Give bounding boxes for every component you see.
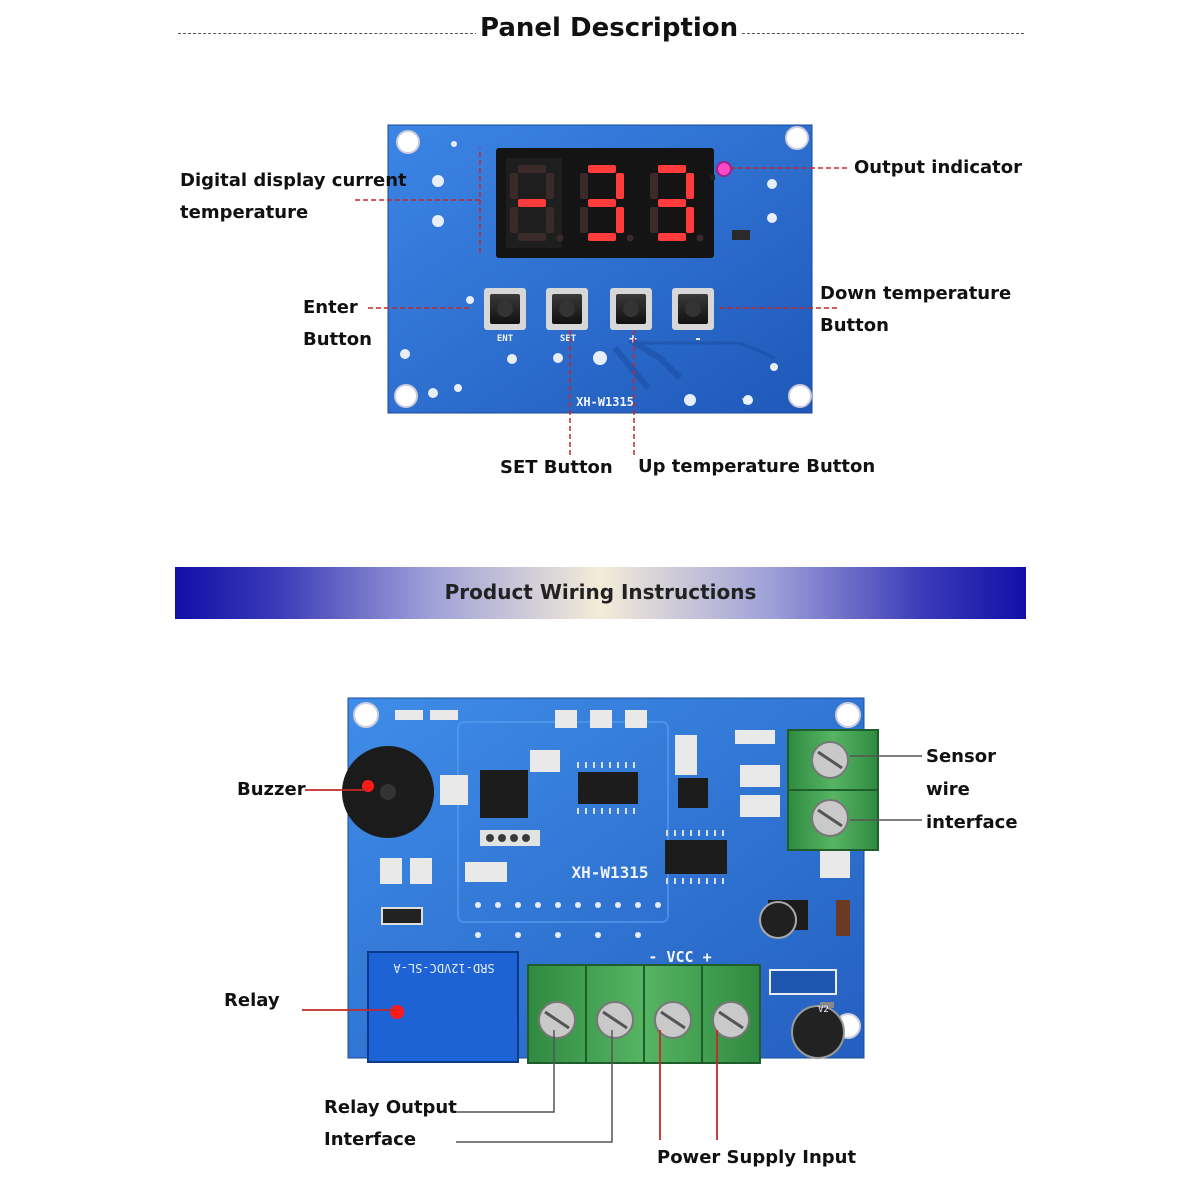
segment-c (616, 207, 624, 233)
segment-e (580, 207, 588, 233)
decimal-point (696, 234, 704, 242)
label-enter-line1: Enter (303, 297, 358, 318)
segment-e (650, 207, 658, 233)
segment-f (650, 173, 658, 199)
relay-model-text: SRD-12VDC-SL-A (393, 961, 495, 975)
label-power-supply: Power Supply Input (657, 1147, 857, 1168)
wiring-board-figure: XH-W1315 SRD-12VDC-SL-A - VCC + V2 (342, 697, 879, 1064)
panel-description-title: Panel Description (476, 13, 743, 43)
segment-f (580, 173, 588, 199)
label-sensor-line1: Sensor (926, 746, 996, 767)
segment-g (588, 199, 616, 207)
segment-g (518, 199, 546, 207)
label-up-button: Up temperature Button (638, 456, 876, 477)
decimal-point (556, 234, 564, 242)
button-set (546, 288, 588, 330)
segment-d (518, 233, 546, 241)
segment-d (658, 233, 686, 241)
vcc-mark: - VCC + (648, 948, 711, 966)
label-digital-display-line1: Digital display current (180, 170, 407, 191)
ic-chip (480, 770, 528, 818)
terminal-block-bottom (527, 964, 761, 1064)
decimal-point (626, 234, 634, 242)
mounting-hole (788, 384, 812, 408)
label-set-button: SET Button (500, 457, 613, 478)
button-up (610, 288, 652, 330)
title-rule-left (178, 33, 478, 34)
terminal-block-right (787, 729, 879, 851)
label-enter-line2: Button (303, 329, 372, 350)
label-down-line2: Button (820, 315, 889, 336)
label-down-line1: Down temperature (820, 283, 1012, 304)
mounting-hole (785, 126, 809, 150)
segment-b (616, 173, 624, 199)
button-ent (484, 288, 526, 330)
label-relay-output-line1: Relay Output (324, 1097, 457, 1118)
mounting-hole (394, 384, 418, 408)
segment-f (510, 173, 518, 199)
segment-d (588, 233, 616, 241)
segment-g (658, 199, 686, 207)
mounting-hole (396, 130, 420, 154)
title-rule-right (722, 33, 1024, 34)
button-down (672, 288, 714, 330)
label-output-indicator: Output indicator (854, 157, 1022, 178)
panel-leader-lines (355, 148, 850, 455)
ic-chip (578, 772, 638, 804)
mounting-hole (835, 702, 861, 728)
segment-c (546, 207, 554, 233)
segment-a (588, 165, 616, 173)
display-digits (510, 165, 704, 242)
button-mark-up: + (629, 332, 637, 347)
segment-e (510, 207, 518, 233)
wiring-v2-mark: V2 (818, 1005, 829, 1015)
wiring-banner-title: Product Wiring Instructions (444, 580, 757, 604)
label-relay-output-line2: Interface (324, 1129, 417, 1150)
segment-a (658, 165, 686, 173)
capacitor (791, 1005, 845, 1059)
label-buzzer: Buzzer (237, 779, 306, 800)
segment-a (518, 165, 546, 173)
mounting-hole (353, 702, 379, 728)
ic-chip (665, 840, 727, 874)
button-mark-set: SET (560, 334, 577, 344)
segment-b (686, 173, 694, 199)
button-mark-down: - (694, 332, 702, 347)
wiring-board-model: XH-W1315 (571, 863, 648, 882)
capacitor (759, 901, 797, 939)
label-digital-display-line2: temperature (180, 202, 309, 223)
board-model-text: XH-W1315 (576, 395, 634, 409)
output-led (716, 161, 732, 177)
segment-b (546, 173, 554, 199)
label-sensor-line2: wire (926, 779, 970, 800)
relay: SRD-12VDC-SL-A (367, 951, 519, 1063)
ic-chip (678, 778, 708, 808)
button-mark-ent: ENT (497, 334, 514, 344)
wiring-banner: Product Wiring Instructions (175, 567, 1026, 619)
label-sensor-line3: interface (926, 812, 1018, 833)
board-v2-mark: V2 (742, 397, 752, 406)
segment-c (686, 207, 694, 233)
label-relay: Relay (224, 990, 280, 1011)
